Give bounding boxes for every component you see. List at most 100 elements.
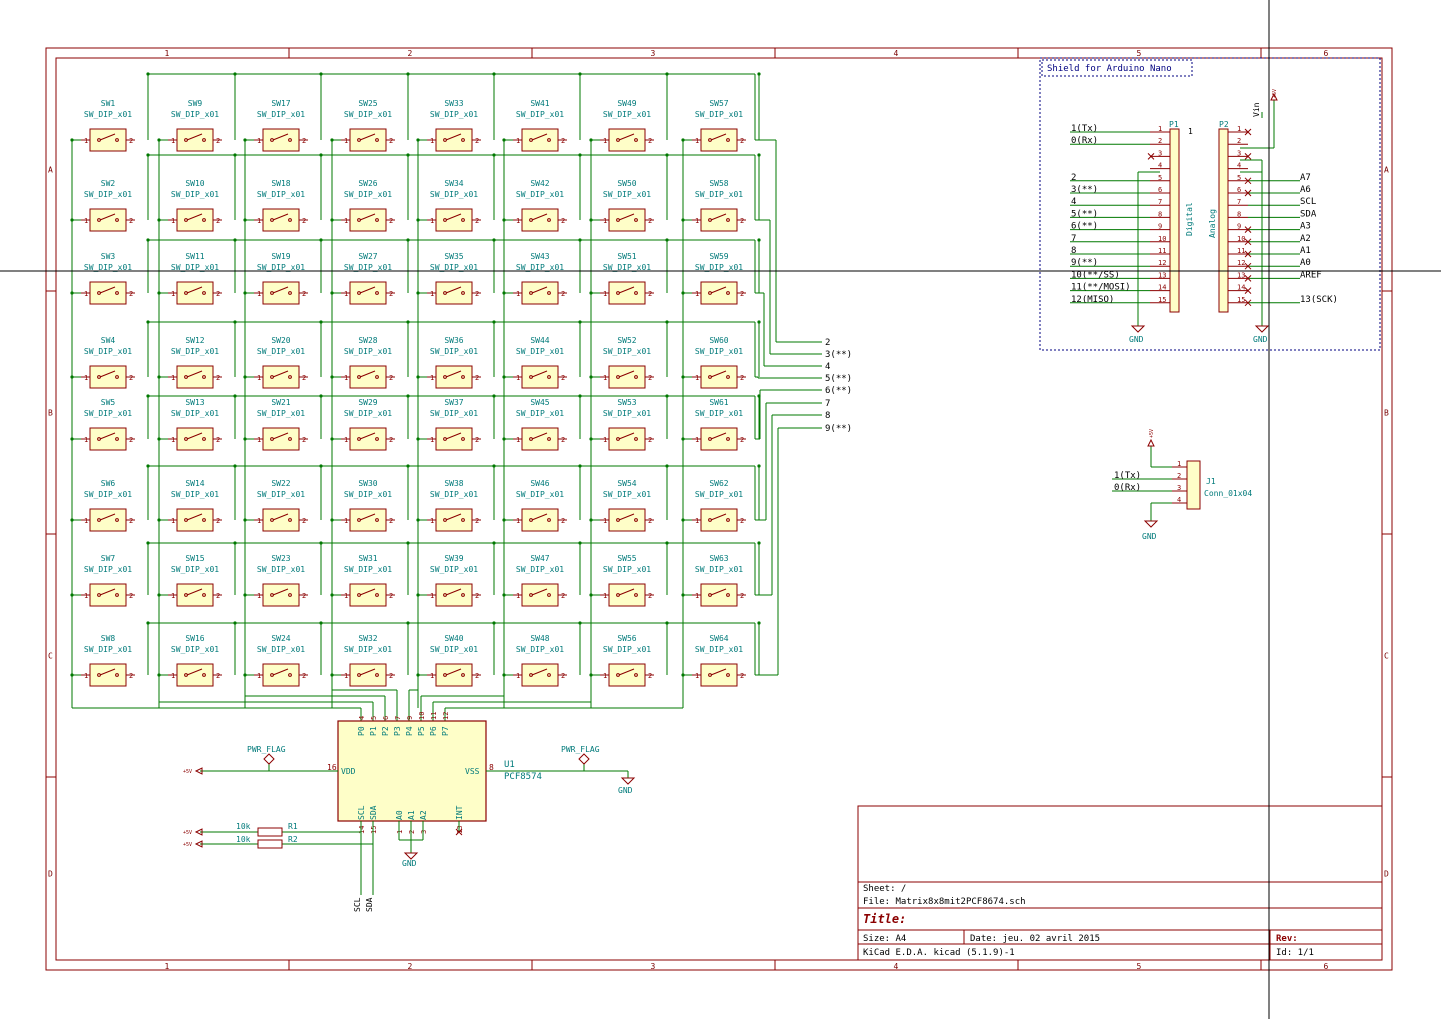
switch-ref: SW3 [101, 252, 116, 261]
switch-body [262, 365, 300, 389]
switch-contact [357, 218, 361, 222]
switch-pin-label: 2 [216, 217, 220, 225]
switch-lever [531, 133, 548, 141]
pwr-flag-symbols [194, 753, 636, 785]
p2-connector[interactable] [1218, 128, 1229, 313]
junction [70, 593, 74, 597]
switch-pin-label: 1 [695, 592, 699, 600]
pcf-bottom-wires [200, 821, 460, 895]
switch-ref: SW30 [358, 479, 377, 488]
junction [578, 238, 582, 242]
p1-net-label: 7 [1071, 234, 1076, 244]
switch-body [700, 663, 738, 687]
switch-body [262, 208, 300, 232]
switch-pin-label: 1 [695, 517, 699, 525]
p1-net-label: 3(**) [1071, 185, 1098, 195]
junction [492, 464, 496, 468]
switch-contact [288, 593, 292, 597]
switch-pin-label: 1 [430, 137, 434, 145]
junction [665, 153, 669, 157]
switch-lever [618, 513, 635, 521]
no-connect-mark [1244, 128, 1252, 136]
p1-connector[interactable] [1169, 128, 1180, 313]
junction [146, 72, 150, 76]
switch-value: SW_DIP_x01 [171, 409, 219, 418]
switch-contact [202, 673, 206, 677]
j1-connector[interactable] [1186, 460, 1201, 510]
pcf-pin-num: 12 [442, 712, 450, 720]
switch-contact [115, 138, 119, 142]
p2-net-label: A2 [1300, 234, 1311, 244]
switch-contact [547, 138, 551, 142]
junction [665, 394, 669, 398]
switch-value: SW_DIP_x01 [603, 409, 651, 418]
junction [233, 541, 237, 545]
junction [681, 673, 685, 677]
